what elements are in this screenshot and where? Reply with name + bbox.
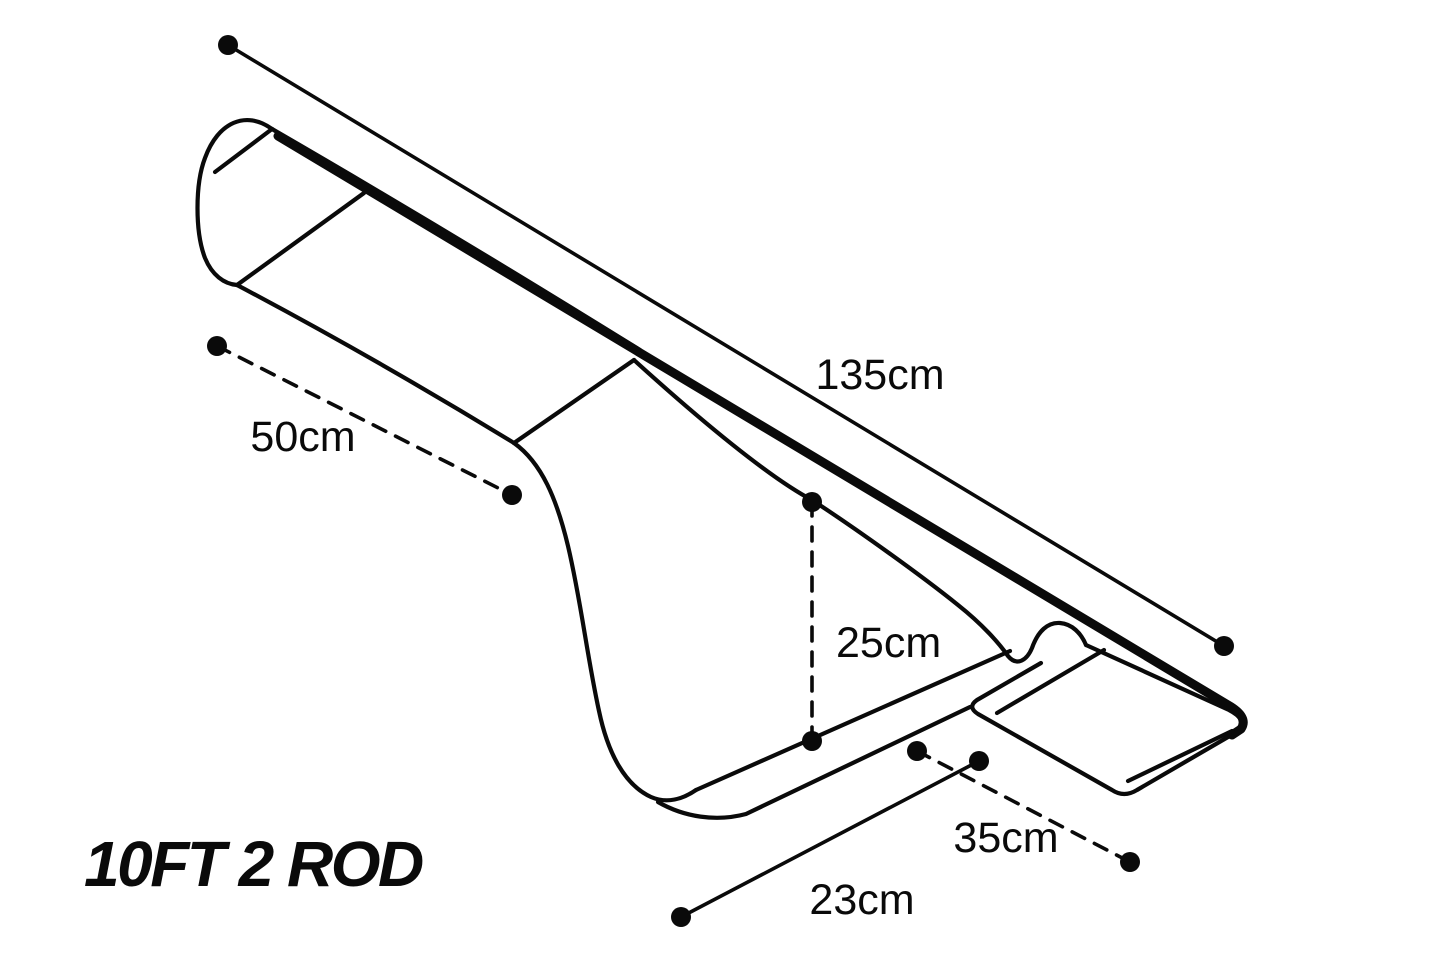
dimension-endpoint-dot	[802, 731, 822, 751]
cap-cross-seam	[234, 190, 367, 288]
dimension-endpoint-dot	[1214, 636, 1234, 656]
dimension-endpoint-dot	[671, 907, 691, 927]
pouch-top-edge	[631, 357, 1089, 664]
dimension-pouch-depth: 25cm	[802, 492, 941, 751]
dimension-endpoint-dot	[207, 336, 227, 356]
dimension-label: 50cm	[250, 413, 355, 461]
dimension-endpoint-dot	[969, 751, 989, 771]
dimension-endpoint-dot	[907, 741, 927, 761]
end-cap-seam	[212, 126, 275, 175]
dimension-line	[215, 344, 514, 497]
body-cross-seam	[511, 357, 637, 446]
product-title: 10FT 2 ROD	[84, 828, 423, 900]
dimension-endpoint-dot	[502, 485, 522, 505]
dimension-line	[226, 43, 1226, 648]
pouch-lower-edge	[693, 648, 1013, 793]
end-flap-outline	[970, 642, 1245, 797]
dimension-endpoint-dot	[802, 492, 822, 512]
dimension-label: 23cm	[809, 876, 914, 924]
flap-inner-edge	[1125, 728, 1235, 784]
dimension-label: 35cm	[953, 814, 1058, 862]
zipper-line	[273, 131, 1248, 740]
dimension-endpoint-dot	[1120, 852, 1140, 872]
dimension-label: 135cm	[815, 351, 944, 399]
dimension-label: 25cm	[836, 619, 941, 667]
bottom-edge-left	[234, 282, 517, 446]
dimension-flap-length: 35cm	[907, 741, 1140, 872]
end-cap-outline	[195, 118, 275, 288]
bottom-edge-right	[655, 704, 973, 820]
flap-fold-line	[994, 647, 1107, 716]
reel-pouch-outline	[511, 440, 699, 803]
top-edge-line	[269, 126, 643, 353]
rod-bag-illustration	[195, 118, 1248, 820]
dimension-base-width: 23cm	[671, 751, 989, 927]
dimension-endpoint-dot	[218, 35, 238, 55]
dimension-line	[915, 749, 1132, 864]
dimension-line	[679, 759, 981, 919]
dimension-end-section: 50cm	[207, 336, 522, 505]
dimension-length: 135cm	[218, 35, 1234, 656]
